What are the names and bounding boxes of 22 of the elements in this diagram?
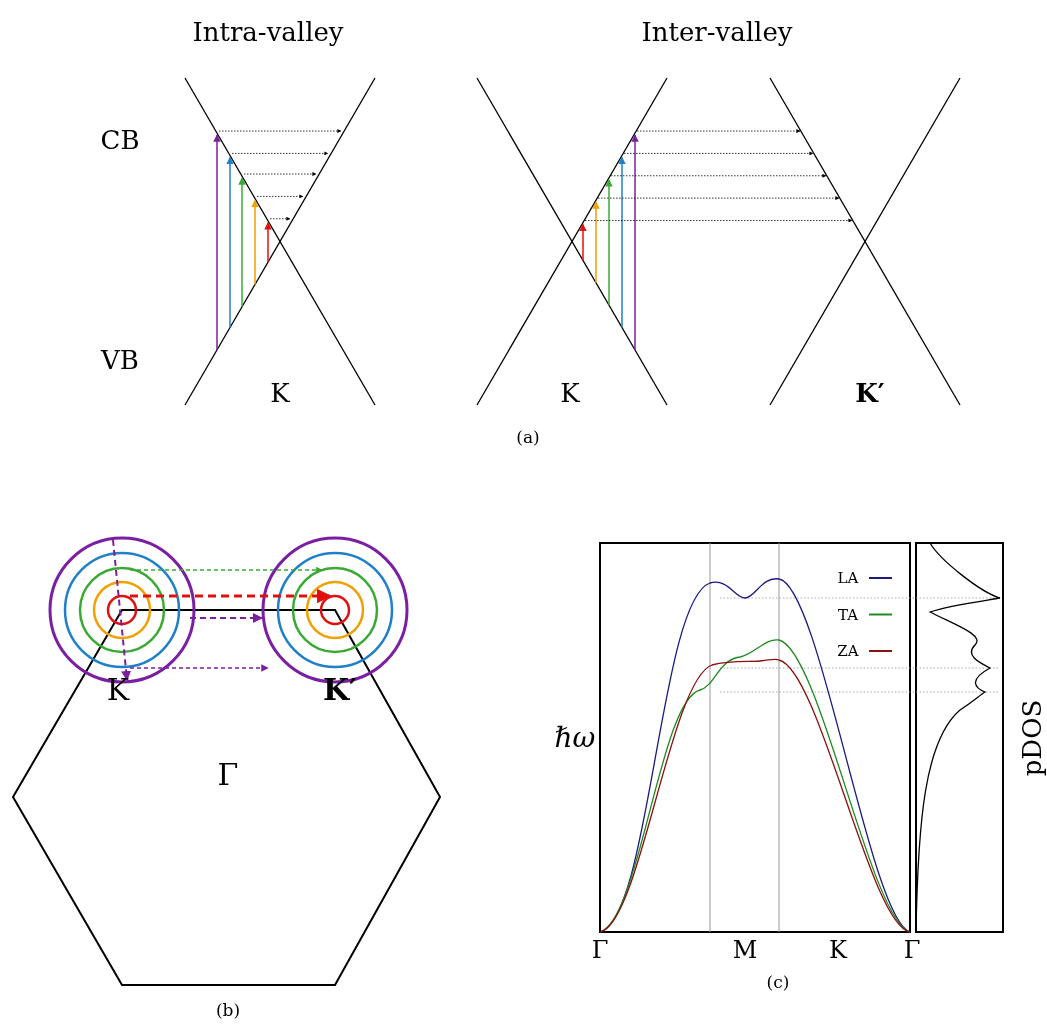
legend-label: LA — [837, 570, 859, 586]
axis-label: pDOS — [1019, 699, 1045, 777]
band-label: CB — [100, 127, 140, 153]
tick-label: M — [732, 938, 758, 962]
valley-label: K — [270, 380, 290, 406]
title-text: Inter-valley — [641, 19, 793, 45]
legend-label: TA — [838, 607, 858, 622]
legend-label: ZA — [837, 643, 859, 659]
panel-label: (b) — [215, 1001, 241, 1019]
tick-label: K — [829, 938, 847, 962]
tick-label: Γ — [591, 938, 609, 962]
valley-label: K′ — [855, 380, 885, 406]
valley-label: K — [560, 380, 580, 406]
title-text: Intra-valley — [192, 19, 344, 45]
valley-label: K′ — [323, 675, 357, 705]
panel-label: (a) — [516, 428, 540, 446]
axis-label: ℏω — [554, 724, 596, 752]
tick-label: Γ — [903, 938, 921, 962]
band-label: VB — [101, 347, 139, 373]
panel-label: (c) — [766, 973, 790, 991]
valley-label: K — [106, 675, 130, 705]
zone-center-label: Γ — [217, 760, 239, 790]
